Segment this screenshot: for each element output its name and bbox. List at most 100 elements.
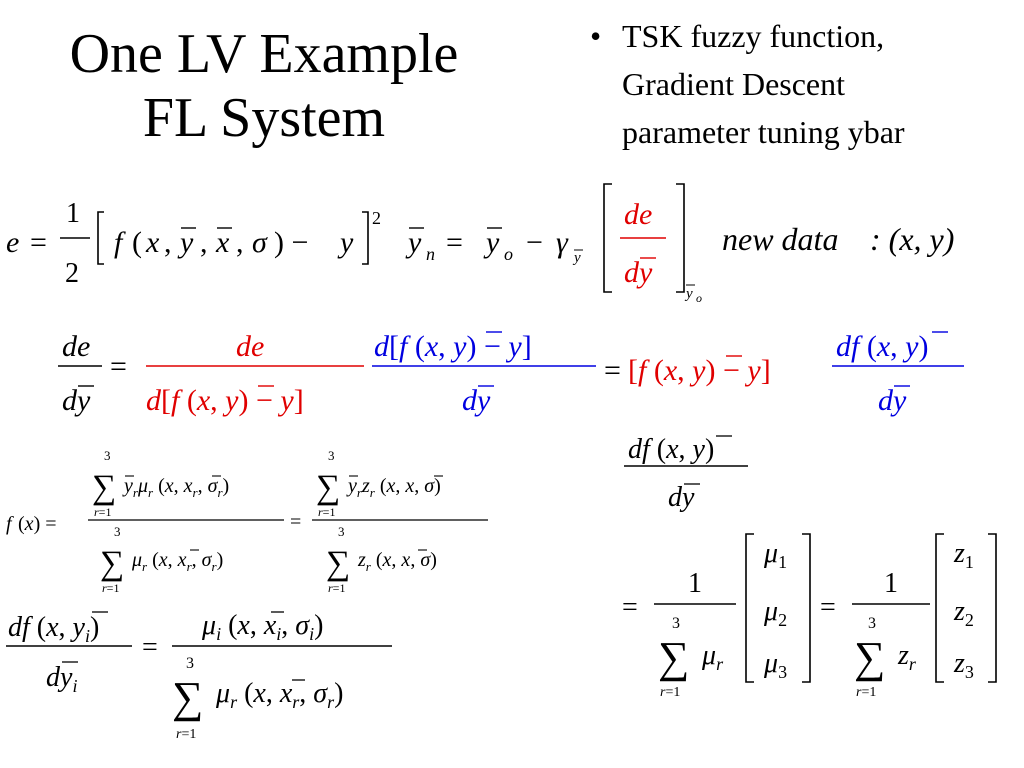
svg-text:r=1: r=1	[102, 581, 119, 595]
bullet-item: TSK fuzzy function, Gradient Descent par…	[588, 12, 1018, 156]
svg-text:γ: γ	[556, 226, 569, 259]
svg-text:n: n	[426, 244, 435, 264]
svg-text:=: =	[820, 592, 836, 623]
svg-text:d[f (x, y) − y]: d[f (x, y) − y]	[374, 330, 532, 363]
svg-text:r=1: r=1	[856, 685, 876, 700]
bullet-line-3: parameter tuning ybar	[622, 114, 905, 150]
gradient-vector-equation: df (x, y) dy = 1 3 ∑ r=1 μr μ1 μ2 μ3 = 1…	[622, 434, 997, 700]
svg-text:e: e	[6, 226, 19, 259]
svg-text:=: =	[30, 226, 47, 259]
new-data-label: new data : (x, y)	[722, 221, 954, 257]
svg-text:y: y	[684, 286, 693, 302]
chain-rule-equation: de dy = de d[f (x, y) − y] d[f (x, y) − …	[58, 330, 964, 417]
svg-text:μi (x, xi, σi): μi (x, xi, σi)	[201, 610, 323, 644]
svg-text:,: ,	[236, 226, 244, 259]
svg-text:=: =	[142, 632, 158, 663]
gradient-update-equation: y n = y o − γ y de dy y o	[405, 183, 702, 305]
svg-text:dyi: dyi	[46, 662, 77, 696]
svg-text:[f (x, y) − y]: [f (x, y) − y]	[628, 354, 771, 387]
svg-text:1: 1	[688, 568, 702, 599]
slide-title: One LV Example FL System	[14, 22, 514, 150]
svg-text:μr (x, xr, σr): μr (x, xr, σr)	[215, 678, 343, 712]
svg-text:∑: ∑	[92, 469, 116, 506]
svg-text:∑: ∑	[100, 545, 124, 582]
svg-text:3: 3	[328, 448, 335, 463]
svg-text:y: y	[572, 250, 581, 266]
svg-text:∑: ∑	[658, 633, 689, 682]
svg-text:o: o	[696, 291, 702, 305]
svg-text:y: y	[405, 226, 422, 259]
svg-text:df (x, y): df (x, y)	[836, 330, 929, 363]
svg-text:=: =	[604, 354, 621, 387]
svg-text:zr: zr	[897, 640, 917, 674]
svg-text:z1: z1	[953, 538, 974, 572]
svg-text:r=1: r=1	[318, 505, 335, 519]
svg-text:3: 3	[114, 524, 121, 539]
svg-text:df (x, y): df (x, y)	[628, 434, 714, 465]
svg-text:r=1: r=1	[328, 581, 345, 595]
bullet-line-1: TSK fuzzy function,	[622, 18, 885, 54]
title-line-1: One LV Example	[69, 23, 459, 85]
svg-text:=: =	[446, 226, 463, 259]
svg-text:(x) =: (x) =	[18, 513, 57, 535]
svg-text:,: ,	[200, 226, 208, 259]
svg-text:1: 1	[884, 568, 898, 599]
svg-text:x: x	[145, 226, 160, 259]
svg-text:r=1: r=1	[660, 685, 680, 700]
svg-text:r=1: r=1	[94, 505, 111, 519]
svg-text:dy: dy	[462, 384, 491, 417]
svg-text:r=1: r=1	[176, 727, 196, 742]
svg-text:3: 3	[104, 448, 111, 463]
bullet-line-2: Gradient Descent	[622, 66, 846, 102]
svg-text:μr: μr	[701, 640, 724, 674]
svg-text:∑: ∑	[854, 633, 885, 682]
partial-derivative-i-equation: df (x, yi) dyi = μi (x, xi, σi) 3 ∑ r=1 …	[6, 610, 392, 742]
svg-text:dy: dy	[878, 384, 907, 417]
svg-text:σ: σ	[252, 226, 268, 259]
svg-text:μr (x, xr, σr): μr (x, xr, σr)	[131, 549, 223, 574]
svg-text:) −: ) −	[274, 226, 308, 259]
svg-text:dy: dy	[668, 482, 695, 513]
svg-text:=: =	[290, 511, 301, 533]
svg-text:de: de	[62, 330, 90, 363]
tsk-function-equation: f (x) = 3 ∑ r=1 yrμr (x, xr, σr) 3 ∑ r=1…	[6, 448, 488, 595]
svg-text:3: 3	[868, 615, 876, 632]
svg-text:∑: ∑	[172, 673, 203, 722]
svg-text:=: =	[110, 350, 127, 383]
title-line-2: FL System	[142, 87, 386, 149]
new-data-text: new data	[722, 221, 838, 257]
svg-text:μ3: μ3	[763, 648, 787, 682]
svg-text:(: (	[132, 226, 142, 259]
svg-text:de: de	[624, 198, 652, 231]
svg-text:2: 2	[65, 258, 79, 289]
svg-text:de: de	[236, 330, 264, 363]
svg-text:x: x	[215, 226, 230, 259]
svg-text:μ1: μ1	[763, 538, 787, 572]
svg-text:z2: z2	[953, 596, 974, 630]
svg-text:dy: dy	[624, 256, 653, 289]
svg-text:z3: z3	[953, 648, 974, 682]
svg-text:zr (x, x, σ): zr (x, x, σ)	[357, 549, 437, 574]
svg-text:,: ,	[164, 226, 172, 259]
svg-text:o: o	[504, 244, 513, 264]
svg-text:df (x, yi): df (x, yi)	[8, 612, 99, 646]
svg-text:3: 3	[186, 655, 194, 672]
svg-text:yrμr (x, xr, σr): yrμr (x, xr, σr)	[122, 475, 229, 500]
svg-text:yrzr (x, x, σ): yrzr (x, x, σ)	[346, 475, 441, 500]
svg-text:y: y	[177, 226, 194, 259]
svg-text:μ2: μ2	[763, 596, 787, 630]
svg-text:f: f	[114, 226, 126, 259]
error-function-equation: e = 1 2 f ( x , y , x , σ ) − y 2	[6, 198, 381, 289]
svg-text:=: =	[622, 592, 638, 623]
svg-text:y: y	[337, 226, 354, 259]
svg-text:f: f	[6, 513, 14, 535]
svg-text:∑: ∑	[326, 545, 350, 582]
svg-text:y: y	[483, 226, 500, 259]
svg-text:1: 1	[66, 198, 80, 229]
svg-text:∑: ∑	[316, 469, 340, 506]
new-data-pair: : (x, y)	[870, 221, 954, 257]
svg-text:−: −	[526, 226, 543, 259]
svg-text:dy: dy	[62, 384, 91, 417]
svg-text:d[f (x, y) − y]: d[f (x, y) − y]	[146, 384, 304, 417]
